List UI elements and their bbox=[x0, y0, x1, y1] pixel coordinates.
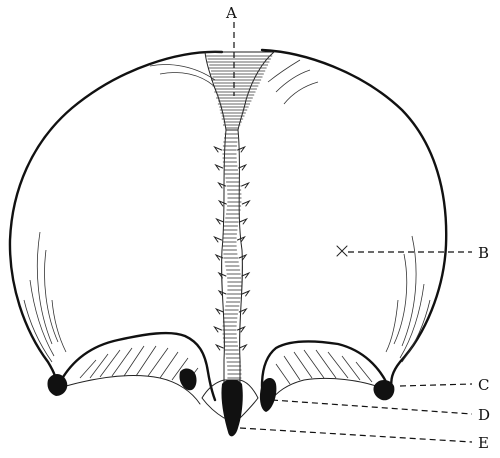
suture-serration bbox=[241, 271, 251, 279]
vertex-shading bbox=[149, 59, 319, 105]
anterior-fontanelle bbox=[204, 51, 276, 131]
suture-serration bbox=[239, 217, 249, 225]
right-vault-outline bbox=[260, 48, 448, 392]
label-a: A bbox=[225, 4, 237, 22]
right-orbit-lower-edge bbox=[269, 377, 383, 403]
suture-serration bbox=[213, 325, 222, 333]
suture-serration bbox=[241, 181, 251, 189]
suture-serration bbox=[241, 289, 251, 297]
suture-serration bbox=[214, 163, 224, 171]
label-b: B bbox=[478, 244, 489, 262]
label-e: E bbox=[478, 434, 489, 452]
label-d: D bbox=[478, 406, 490, 424]
left-zygomatic-process bbox=[47, 374, 68, 396]
fontanelle-hatching bbox=[205, 55, 273, 129]
suture-serrations bbox=[213, 145, 251, 351]
point-marker-b bbox=[336, 245, 348, 257]
nasal-bone-tip bbox=[221, 379, 243, 437]
suture-serration bbox=[238, 307, 248, 315]
right-orbit-hatching bbox=[275, 349, 373, 385]
suture-serration bbox=[217, 271, 227, 279]
label-c: C bbox=[478, 376, 489, 394]
left-orbit-lower-edge bbox=[65, 375, 201, 405]
suture-serration bbox=[213, 235, 222, 243]
suture-serration bbox=[215, 217, 225, 225]
suture-serration bbox=[213, 145, 223, 153]
suture-serration bbox=[238, 343, 248, 351]
right-lacrimal-mark bbox=[259, 378, 277, 412]
suture-serration bbox=[214, 307, 224, 315]
nasal-outline bbox=[201, 379, 259, 419]
leader-line-d bbox=[271, 399, 473, 415]
left-orbit-rim bbox=[56, 331, 217, 402]
suture-hatching bbox=[222, 133, 242, 379]
suture-serration bbox=[237, 235, 246, 243]
suture-serration bbox=[241, 199, 251, 207]
suture-serration bbox=[217, 289, 227, 297]
suture-serration bbox=[237, 145, 247, 153]
suture-serration bbox=[238, 163, 248, 171]
leader-line-e bbox=[239, 427, 473, 443]
suture-serration bbox=[237, 325, 246, 333]
suture-serration bbox=[214, 253, 224, 261]
right-side-shading bbox=[385, 235, 431, 363]
right-orbit-rim bbox=[260, 340, 392, 410]
left-lacrimal-mark bbox=[179, 368, 197, 391]
left-side-shading bbox=[23, 231, 67, 363]
suture-serration bbox=[217, 199, 227, 207]
metopic-suture-right bbox=[237, 129, 243, 383]
left-vault-outline bbox=[8, 50, 224, 390]
suture-serration bbox=[238, 253, 248, 261]
right-zygomatic-process bbox=[373, 380, 395, 401]
suture-serration bbox=[217, 181, 227, 189]
leader-line-c bbox=[399, 383, 473, 387]
suture-serration bbox=[214, 343, 224, 351]
